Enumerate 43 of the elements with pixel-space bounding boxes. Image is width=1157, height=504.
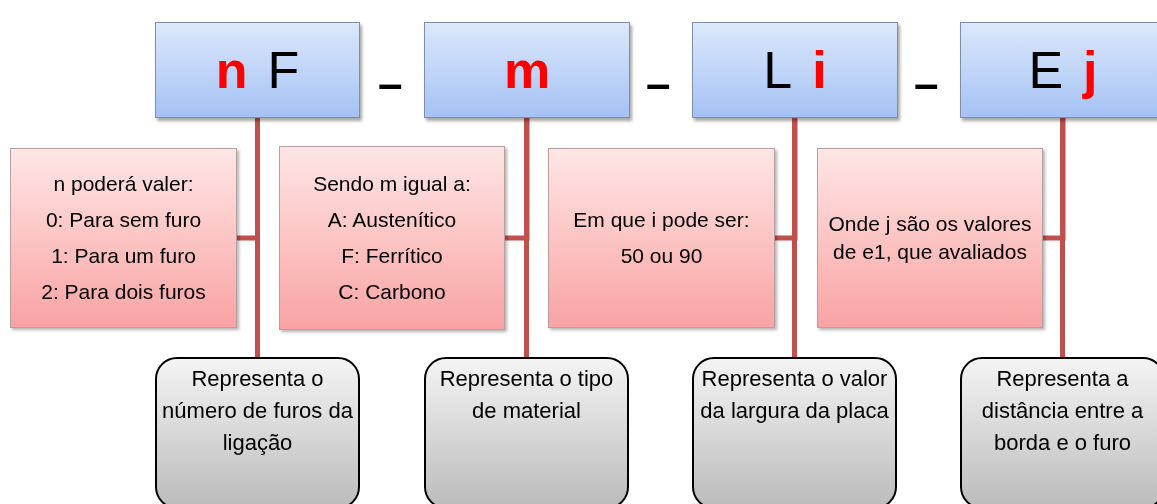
connector-line xyxy=(524,118,529,357)
connector-line xyxy=(1060,118,1065,357)
note-text: 50 ou 90 xyxy=(620,243,703,269)
separator-dash: – xyxy=(646,62,671,106)
code-letter: m xyxy=(503,44,551,96)
connector-line xyxy=(1043,118,1066,241)
description-box xyxy=(155,357,360,504)
description-box xyxy=(960,357,1157,504)
code-box xyxy=(155,22,360,118)
note-box xyxy=(10,148,237,328)
note-text: F: Ferrítico xyxy=(341,243,443,269)
description-text: Representa o número de furos da ligação xyxy=(161,365,354,457)
separator-dash: – xyxy=(378,62,403,106)
description-text: Representa o valor da largura da placa xyxy=(699,365,890,425)
code-letter: F xyxy=(267,44,300,96)
description-text: Representa o tipo de material xyxy=(438,365,615,425)
description-box xyxy=(692,357,897,504)
note-text: A: Austenítico xyxy=(327,207,457,233)
code-box xyxy=(960,22,1157,118)
note-text: n poderá valer: xyxy=(53,171,194,197)
code-box xyxy=(692,22,898,118)
connector-line xyxy=(792,118,797,357)
note-text: Onde j são os valores de e1, que avaliados xyxy=(827,211,1033,265)
connector-line xyxy=(505,118,530,241)
note-box xyxy=(548,148,775,328)
code-letter: n xyxy=(215,44,248,96)
note-text: Sendo m igual a: xyxy=(313,171,471,197)
code-letter: i xyxy=(812,44,827,96)
code-box xyxy=(424,22,630,118)
note-text: 0: Para sem furo xyxy=(45,207,202,233)
connector-line xyxy=(237,118,260,241)
note-text: 1: Para um furo xyxy=(51,243,196,269)
note-text: C: Carbono xyxy=(338,279,446,305)
note-text: 2: Para dois furos xyxy=(41,279,206,305)
note-box xyxy=(817,148,1043,328)
description-box xyxy=(424,357,629,504)
note-text: Em que i pode ser: xyxy=(573,207,750,233)
note-box xyxy=(279,146,505,330)
code-letter: L xyxy=(763,44,793,96)
connector-line xyxy=(775,118,798,241)
description-text: Representa a distância entre a borda e o furo xyxy=(980,365,1145,457)
separator-dash: – xyxy=(914,62,939,106)
code-letter: E xyxy=(1028,44,1064,96)
